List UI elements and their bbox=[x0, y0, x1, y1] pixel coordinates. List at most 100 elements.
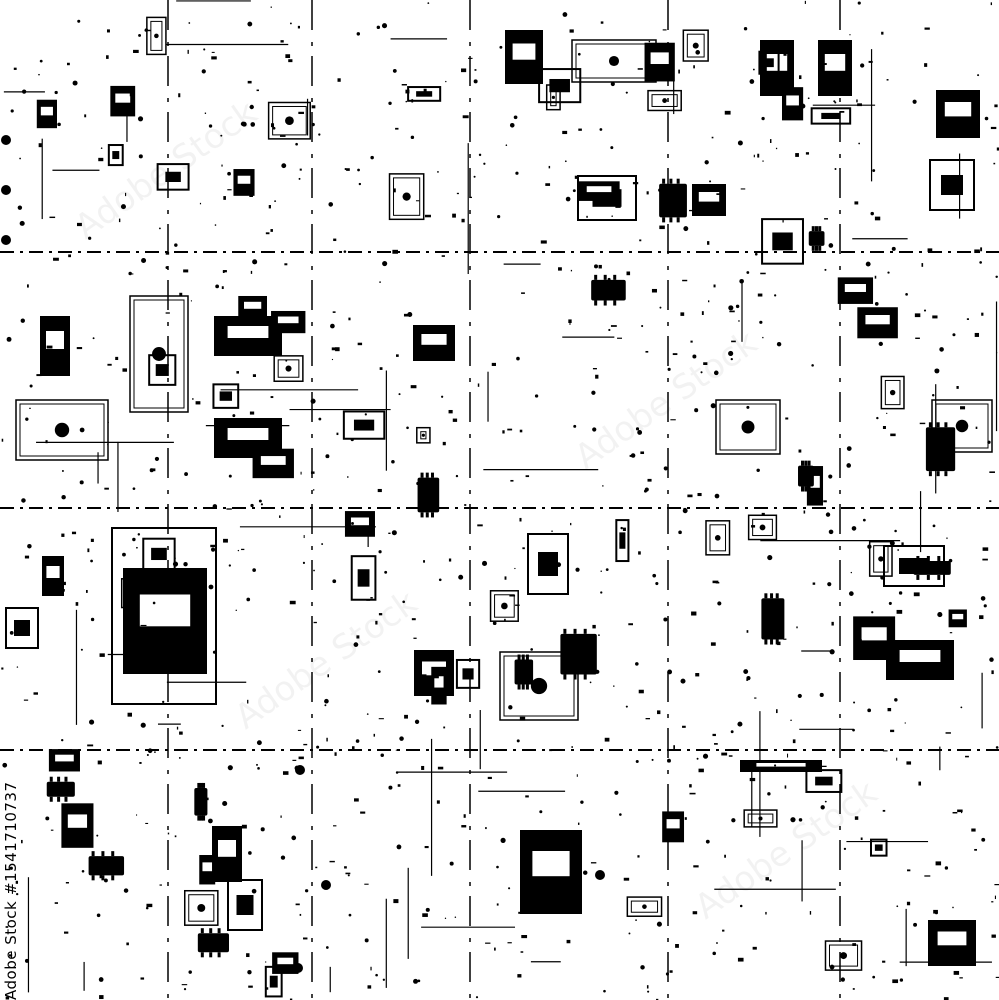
component bbox=[913, 555, 951, 580]
speck bbox=[331, 358, 334, 361]
component-pin bbox=[937, 555, 941, 561]
speck bbox=[205, 797, 209, 801]
component-pin bbox=[217, 928, 221, 934]
component-pin bbox=[517, 654, 521, 660]
speck bbox=[448, 409, 453, 414]
speck bbox=[285, 54, 291, 59]
speck bbox=[669, 970, 673, 973]
speck bbox=[188, 22, 191, 24]
speck bbox=[769, 139, 772, 143]
component-pin bbox=[603, 300, 607, 306]
speck bbox=[828, 243, 834, 248]
speck bbox=[396, 844, 402, 850]
component bbox=[212, 383, 240, 409]
speck bbox=[647, 990, 650, 993]
component bbox=[818, 40, 852, 96]
speck bbox=[701, 311, 704, 315]
speck bbox=[785, 417, 789, 420]
speck bbox=[569, 323, 571, 325]
speck bbox=[974, 332, 980, 337]
component-pin bbox=[430, 512, 434, 518]
speck bbox=[672, 353, 678, 356]
component-frame bbox=[824, 940, 863, 971]
speck bbox=[38, 143, 42, 148]
speck bbox=[415, 200, 420, 202]
speck bbox=[752, 946, 757, 950]
speck bbox=[521, 292, 525, 294]
speck bbox=[731, 340, 736, 343]
speck bbox=[264, 341, 267, 344]
speck bbox=[494, 947, 496, 951]
speck bbox=[222, 800, 228, 807]
speck bbox=[617, 337, 623, 339]
speck bbox=[641, 324, 644, 328]
speck bbox=[411, 618, 416, 621]
speck bbox=[643, 489, 647, 493]
component-dot bbox=[840, 952, 848, 960]
speck bbox=[106, 29, 110, 33]
speck bbox=[663, 466, 668, 471]
speck bbox=[659, 306, 662, 309]
speck bbox=[707, 241, 710, 245]
speck bbox=[852, 988, 855, 990]
speck bbox=[441, 691, 445, 695]
speck bbox=[104, 487, 109, 490]
speck bbox=[388, 101, 392, 105]
component-inner bbox=[420, 431, 427, 440]
component bbox=[88, 851, 125, 881]
component-label bbox=[434, 676, 444, 688]
speck bbox=[927, 248, 933, 253]
speck bbox=[656, 998, 659, 1000]
speck bbox=[2, 762, 8, 768]
component-dot bbox=[662, 98, 667, 103]
component-label bbox=[227, 326, 269, 338]
component-inner bbox=[393, 177, 421, 216]
speck bbox=[356, 635, 360, 639]
component-frame bbox=[499, 651, 579, 721]
speck bbox=[689, 784, 692, 788]
speck bbox=[574, 175, 580, 179]
speck bbox=[125, 192, 127, 197]
speck bbox=[711, 136, 714, 139]
speck bbox=[304, 889, 309, 893]
component-core bbox=[165, 171, 181, 182]
speck bbox=[497, 215, 501, 219]
speck bbox=[831, 621, 834, 626]
component-pin bbox=[425, 512, 429, 518]
speck bbox=[448, 558, 452, 562]
speck bbox=[738, 320, 740, 322]
speck bbox=[545, 183, 551, 186]
component-dot bbox=[692, 42, 699, 49]
component bbox=[520, 830, 582, 914]
component-pin bbox=[209, 928, 213, 934]
speck bbox=[648, 40, 651, 43]
speck bbox=[279, 135, 286, 137]
solder-dot bbox=[595, 870, 605, 880]
speck bbox=[518, 911, 522, 914]
speck bbox=[592, 427, 597, 432]
component-pin bbox=[603, 274, 607, 280]
speck bbox=[377, 670, 381, 673]
speck bbox=[670, 419, 676, 421]
speck bbox=[379, 281, 381, 283]
speck bbox=[504, 576, 507, 580]
speck bbox=[90, 538, 94, 542]
speck bbox=[798, 449, 802, 453]
speck bbox=[804, 0, 806, 4]
component-core bbox=[269, 975, 278, 988]
speck bbox=[178, 757, 181, 759]
speck bbox=[592, 624, 596, 629]
speck bbox=[703, 362, 708, 365]
speck bbox=[226, 508, 232, 510]
speck bbox=[96, 913, 101, 918]
speck bbox=[870, 211, 874, 216]
speck bbox=[132, 487, 136, 491]
component bbox=[350, 555, 377, 601]
speck bbox=[327, 674, 329, 678]
component-inner bbox=[125, 582, 135, 605]
speck bbox=[252, 259, 258, 265]
speck bbox=[63, 581, 66, 586]
component-label bbox=[824, 54, 846, 71]
speck bbox=[441, 395, 444, 398]
component-label bbox=[40, 106, 53, 116]
